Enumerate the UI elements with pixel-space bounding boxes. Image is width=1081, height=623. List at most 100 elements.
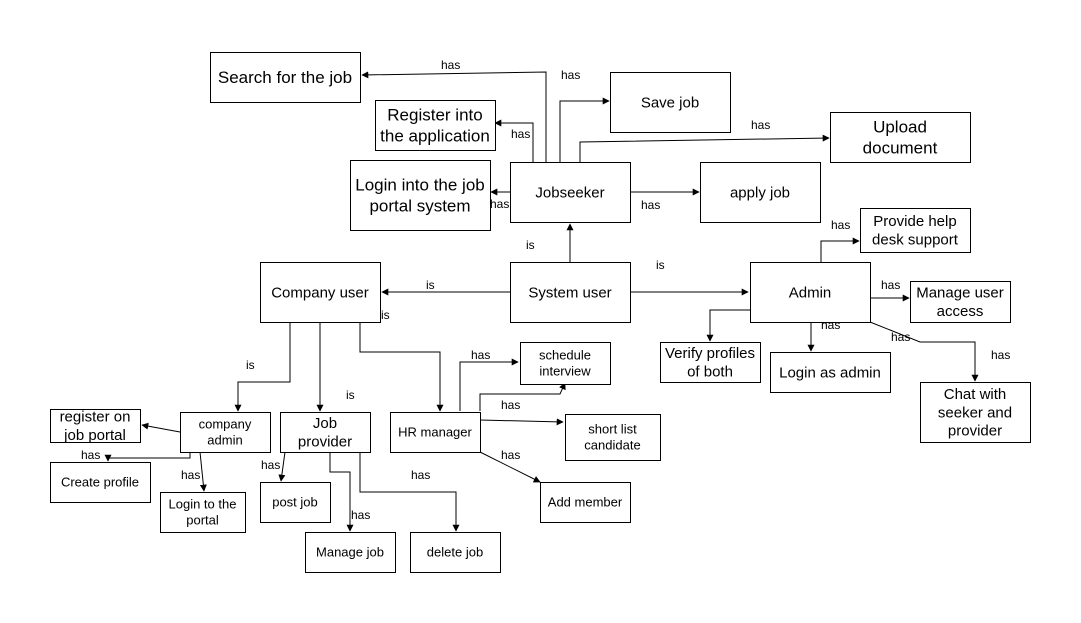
node-box-company-user [260, 262, 381, 323]
node-label-job-provider: provider [298, 433, 352, 450]
label-has-helpdesk: has [831, 218, 850, 232]
node-jobseeker: Jobseeker [510, 162, 631, 223]
node-box-add-member [540, 482, 631, 523]
node-label-manage-access: Manage user [916, 285, 1004, 302]
edge-admin-helpdesk [820, 237, 860, 262]
edge-company-cadmin [234, 322, 291, 412]
edge-cadmin-login [199, 451, 207, 492]
node-hr-manager: HR manager [390, 412, 481, 453]
node-box-schedule-interview [520, 342, 611, 385]
label-has-search: has [441, 58, 460, 72]
edge-hr-shortlist [479, 418, 564, 426]
node-label-delete-job: delete job [427, 545, 483, 560]
node-post-job: post job [260, 482, 331, 523]
node-search-job: Search for the job [210, 52, 361, 103]
node-label-post-job: post job [272, 495, 318, 510]
node-box-create-profile [50, 462, 151, 503]
edge-provider-delete [359, 452, 460, 532]
edge-cadmin-register [141, 422, 181, 433]
node-label-login-portal: Login into the job [355, 176, 485, 195]
node-add-member: Add member [540, 482, 631, 523]
node-box-post-job [260, 482, 331, 523]
node-box-manage-job [305, 532, 396, 573]
edge-provider-post [278, 451, 290, 482]
node-box-login-admin [770, 352, 891, 393]
node-box-verify-profiles [660, 342, 761, 383]
node-save-job: Save job [610, 72, 731, 133]
node-box-login-portal [350, 160, 491, 231]
node-label-register-portal: job portal [63, 427, 126, 444]
label-is-hr: is [381, 308, 390, 322]
node-box-chat [920, 382, 1031, 443]
label-is-admin: is [656, 258, 665, 272]
node-box-hr-manager [390, 412, 481, 453]
node-label-save-job: Save job [641, 94, 699, 111]
edge-jobseeker-upload [579, 134, 830, 162]
node-box-company-admin [180, 412, 271, 453]
node-system-user: System user [510, 262, 631, 323]
node-company-user: Company user [260, 262, 381, 323]
node-label-login-admin: Login as admin [779, 364, 881, 381]
node-label-company-user: Company user [271, 284, 369, 301]
label-has-shortlist: has [501, 398, 520, 412]
node-label-job-provider: Job [313, 415, 337, 432]
node-label-register-portal: register on [60, 409, 131, 426]
node-label-system-user: System user [528, 284, 611, 301]
label-has-add: has [501, 448, 520, 462]
node-label-admin: Admin [789, 284, 832, 301]
label-has-apply: has [641, 198, 660, 212]
node-label-schedule-interview: interview [539, 363, 591, 378]
node-label-manage-access: access [937, 303, 984, 320]
diagram-edges [104, 71, 979, 532]
edge-jobseeker-register [494, 119, 534, 162]
node-label-register-app: Register into [387, 106, 482, 125]
label-has-save: has [561, 68, 580, 82]
node-label-chat: Chat with [944, 386, 1007, 403]
node-box-search-job [210, 52, 361, 103]
node-apply-job: apply job [700, 162, 821, 223]
node-label-jobseeker: Jobseeker [535, 184, 604, 201]
node-box-delete-job [410, 532, 501, 573]
node-label-register-app: the application [380, 126, 490, 145]
edge-hr-schedule-2 [479, 382, 566, 411]
node-label-create-profile: Create profile [61, 475, 139, 490]
edge-cadmin-create [104, 452, 191, 462]
node-label-add-member: Add member [548, 495, 623, 510]
edge-labels: has has has has has has is is is is has … [81, 58, 1010, 522]
node-label-login-to-portal: Login to the [169, 497, 237, 512]
node-label-upload-doc: Upload [873, 118, 927, 137]
label-is-company: is [426, 278, 435, 292]
label-has-login: has [490, 197, 509, 211]
node-create-profile: Create profile [50, 462, 151, 503]
node-label-shortlist: candidate [584, 437, 640, 452]
node-box-help-desk [860, 208, 971, 253]
node-label-chat: provider [948, 423, 1002, 440]
node-delete-job: delete job [410, 532, 501, 573]
node-box-admin [750, 262, 871, 323]
label-is-provider: is [346, 388, 355, 402]
node-label-apply-job: apply job [730, 184, 790, 201]
node-admin: Admin [750, 262, 871, 323]
label-has-schedule: has [471, 348, 490, 362]
node-label-manage-job: Manage job [316, 545, 384, 560]
edge-jobseeker-search [361, 71, 547, 162]
label-has-register: has [511, 127, 530, 141]
label-has-access: has [881, 278, 900, 292]
node-box-upload-doc [830, 112, 971, 163]
node-label-company-admin: company [199, 417, 252, 432]
node-box-manage-access [910, 281, 1011, 323]
edge-hr-add [479, 451, 541, 483]
edge-jobseeker-save [559, 97, 610, 162]
node-label-verify-profiles: of both [687, 363, 733, 380]
node-box-job-provider [280, 412, 371, 453]
